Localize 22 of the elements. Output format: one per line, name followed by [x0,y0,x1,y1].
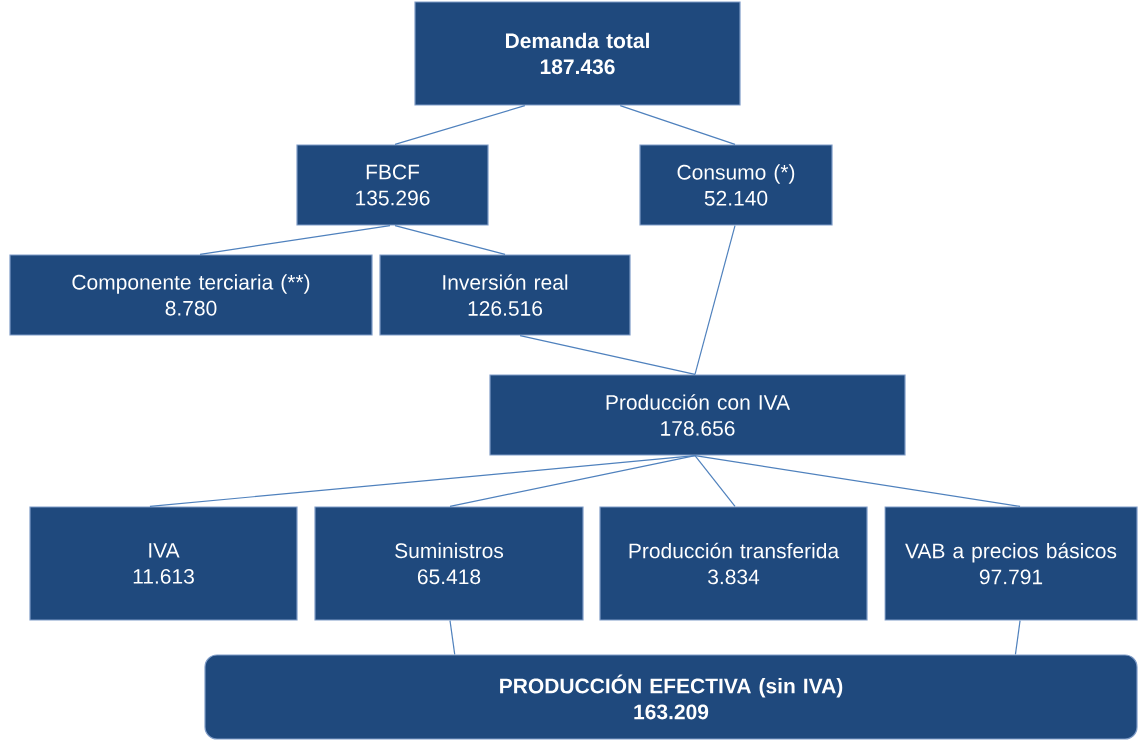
connector-line [199,225,391,255]
connector-line [694,225,736,375]
box: Consumo (*) 52.140 [639,144,833,226]
box: PRODUCCIÓN EFECTIVA (sin IVA) 163.209 [204,654,1138,740]
connector-line [519,335,696,375]
box: FBCF 135.296 [296,144,489,226]
box: IVA 11.613 [29,506,298,621]
box: Producción con IVA 178.656 [489,374,906,456]
box: VAB a precios básicos 97.791 [884,506,1138,621]
box: Suministros 65.418 [314,506,584,621]
connector-line [1014,620,1021,655]
connector-line [449,620,456,655]
box: Componente terciaria (**) 8.780 [9,254,373,336]
connector-line [619,105,736,145]
connector-line [694,455,736,507]
connector-line [394,225,506,255]
connector-line [394,105,526,145]
connector-line [449,455,696,507]
connector-line [694,455,1021,507]
box: Demanda total 187.436 [414,1,741,106]
box: Inversión real 126.516 [379,254,631,336]
box: Producción transferida 3.834 [599,506,868,621]
